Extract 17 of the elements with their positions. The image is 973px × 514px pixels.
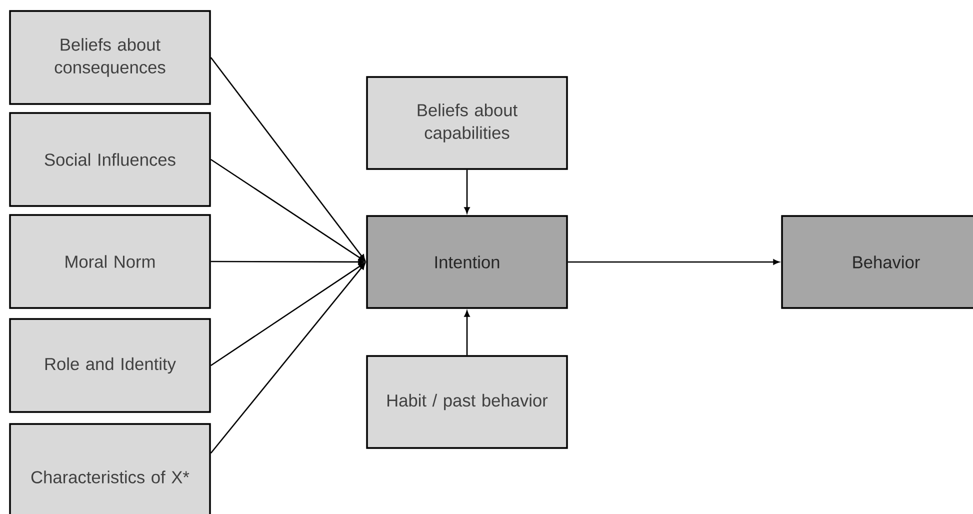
factor-box: Characteristics of X* xyxy=(9,423,211,514)
arrow xyxy=(464,310,470,356)
arrow xyxy=(210,262,365,366)
behavior-box: Behavior xyxy=(781,215,973,309)
arrow xyxy=(210,259,364,265)
factor-box: Beliefs about capabilities xyxy=(366,76,568,170)
factor-box: Role and Identity xyxy=(9,318,211,413)
factor-box: Moral Norm xyxy=(9,214,211,309)
factor-box: Beliefs about consequences xyxy=(9,10,211,105)
factor-box: Social Influences xyxy=(9,112,211,207)
arrow xyxy=(210,263,366,454)
arrow xyxy=(464,170,470,214)
factor-box: Habit / past behavior xyxy=(366,355,568,449)
intention-box: Intention xyxy=(366,215,568,309)
arrow xyxy=(210,57,366,261)
arrow xyxy=(210,158,365,262)
arrow xyxy=(568,259,780,265)
